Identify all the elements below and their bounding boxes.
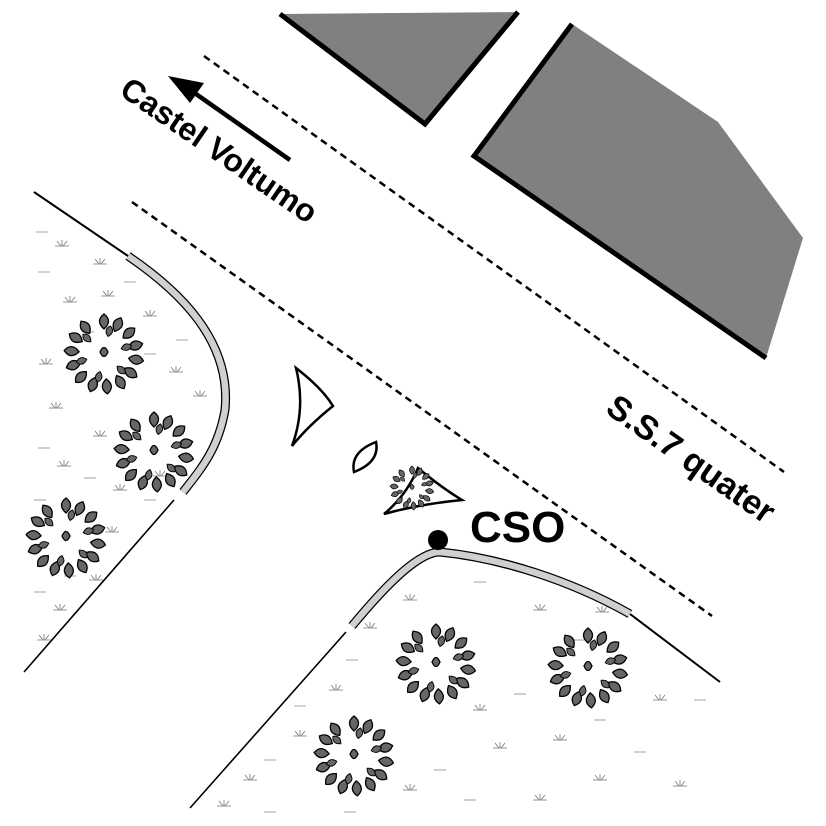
traffic-island-triangle (290, 364, 335, 447)
bush-icon (395, 623, 477, 705)
bush-icon (63, 313, 145, 395)
bush-icon (25, 497, 107, 579)
building-block-right (474, 24, 803, 358)
green-area-bottom (189, 547, 721, 813)
marker-dot-icon (428, 530, 448, 550)
edge-line-bottom-left (189, 631, 347, 809)
cso-label: CSO (470, 503, 565, 552)
edge-line-bottom-right (629, 613, 721, 683)
arrow-left-icon (168, 76, 292, 162)
road-edge-lower (131, 200, 713, 618)
edge-line-left-upper (33, 191, 129, 257)
bush-icon (313, 715, 395, 797)
bush-icon (113, 411, 195, 493)
bush-icon (547, 627, 629, 709)
edge-line-left-lower (23, 499, 175, 673)
direction-label: Castel Voltumo (114, 70, 324, 230)
road-edge-upper (203, 54, 785, 474)
traffic-island-drop (352, 440, 378, 474)
building-block-upper (280, 12, 518, 124)
road-name-label: S.S.7 quater (599, 387, 782, 531)
green-area-left (23, 191, 231, 673)
